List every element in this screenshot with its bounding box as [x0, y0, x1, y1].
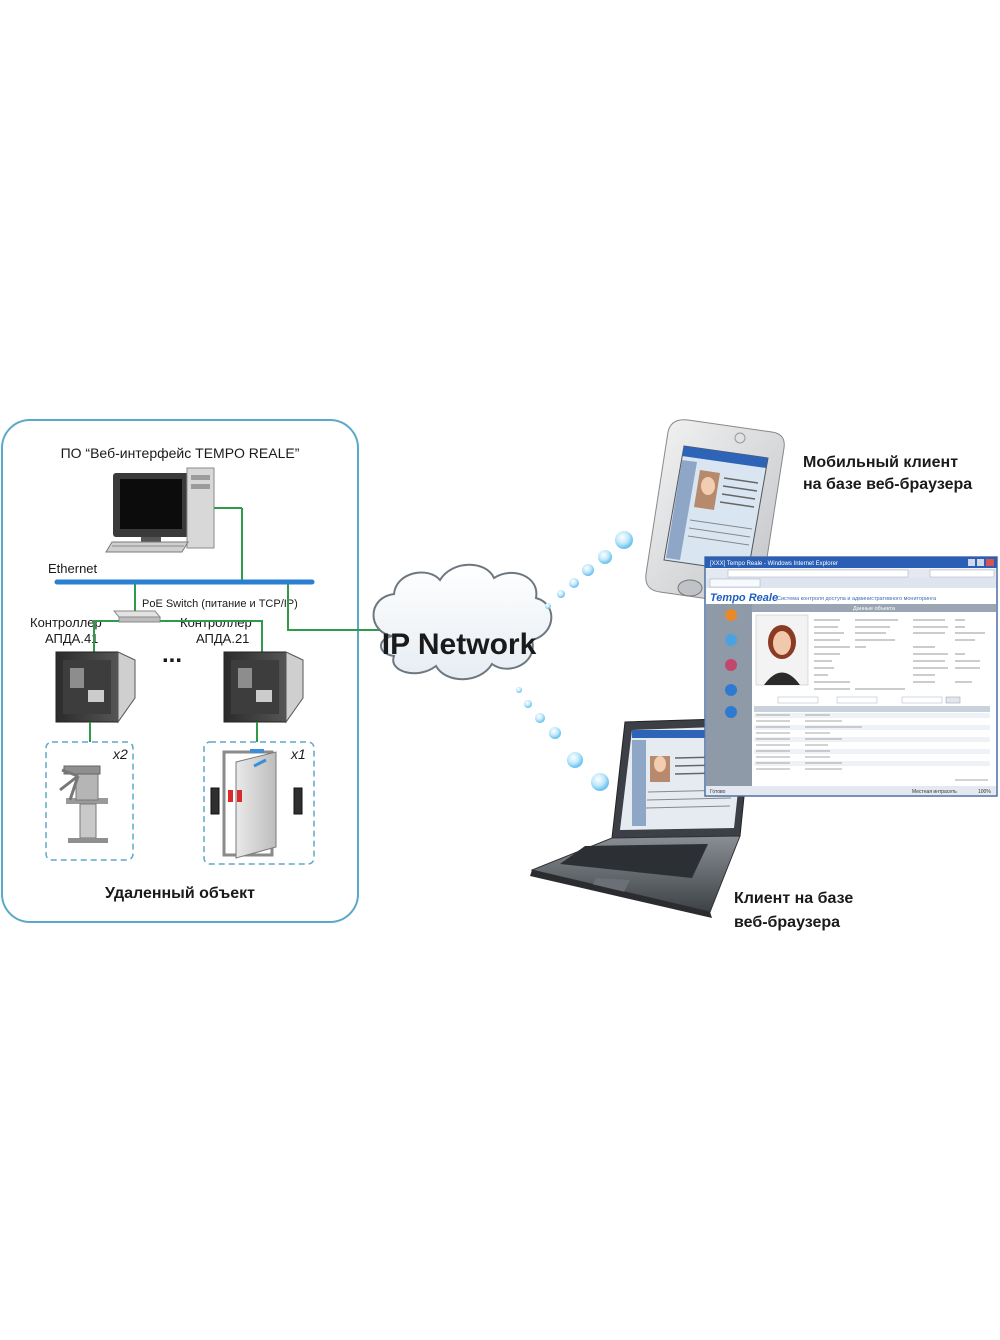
- workstation-icon: [105, 467, 215, 553]
- cloud-label: IP Network: [382, 628, 537, 661]
- browser-window: [XXX] Tempo Reale - Windows Internet Exp…: [704, 556, 998, 797]
- controller-1-cabinet-icon: [55, 651, 136, 724]
- software-label: ПО “Веб-интерфейс TEMPO REALE”: [61, 445, 300, 461]
- ip-network-cloud: [372, 563, 553, 681]
- controller-2-label-line1: Контроллер: [180, 615, 252, 630]
- mobile-client-label-line1: Мобильный клиент: [803, 454, 958, 471]
- controller-1-label-line2: АПДА.41: [45, 631, 98, 646]
- browser-title: [XXX] Tempo Reale - Windows Internet Exp…: [710, 561, 838, 567]
- switch-label: PoE Switch (питание и TCP/IP): [142, 598, 298, 610]
- wireless-bubbles-desktop: [516, 687, 609, 791]
- site-to-network-link: [287, 584, 384, 631]
- poe-switch-icon: [112, 610, 162, 623]
- door-count: x1: [290, 746, 306, 762]
- browser-status-left: Готово: [710, 789, 726, 795]
- browser-status-mid: Местная интрасеть: [912, 789, 957, 795]
- wireless-bubbles-mobile: [545, 531, 633, 609]
- ethernet-label: Ethernet: [48, 561, 98, 576]
- remote-site-footer: Удаленный объект: [105, 885, 255, 902]
- desktop-client-label-line2: веб-браузера: [734, 914, 840, 931]
- controller-2-label-line2: АПДА.21: [196, 631, 249, 646]
- browser-status-zoom: 100%: [978, 789, 991, 795]
- door-icon: [210, 749, 303, 859]
- controller-1-label-line1: Контроллер: [30, 615, 102, 630]
- mobile-client-label-line2: на базе веб-браузера: [803, 476, 972, 493]
- browser-section-title: Данные объекта: [853, 606, 896, 612]
- controller-2-cabinet-icon: [223, 651, 304, 724]
- controllers-ellipsis: ...: [162, 641, 182, 668]
- desktop-client-label-line1: Клиент на базе: [734, 890, 853, 907]
- browser-subtitle: Система контроля доступа и административ…: [777, 596, 937, 602]
- turnstile-count: x2: [112, 746, 128, 762]
- turnstile-icon: [59, 765, 108, 843]
- browser-brand: Tempo Reale: [710, 592, 778, 604]
- door-group: [203, 741, 315, 865]
